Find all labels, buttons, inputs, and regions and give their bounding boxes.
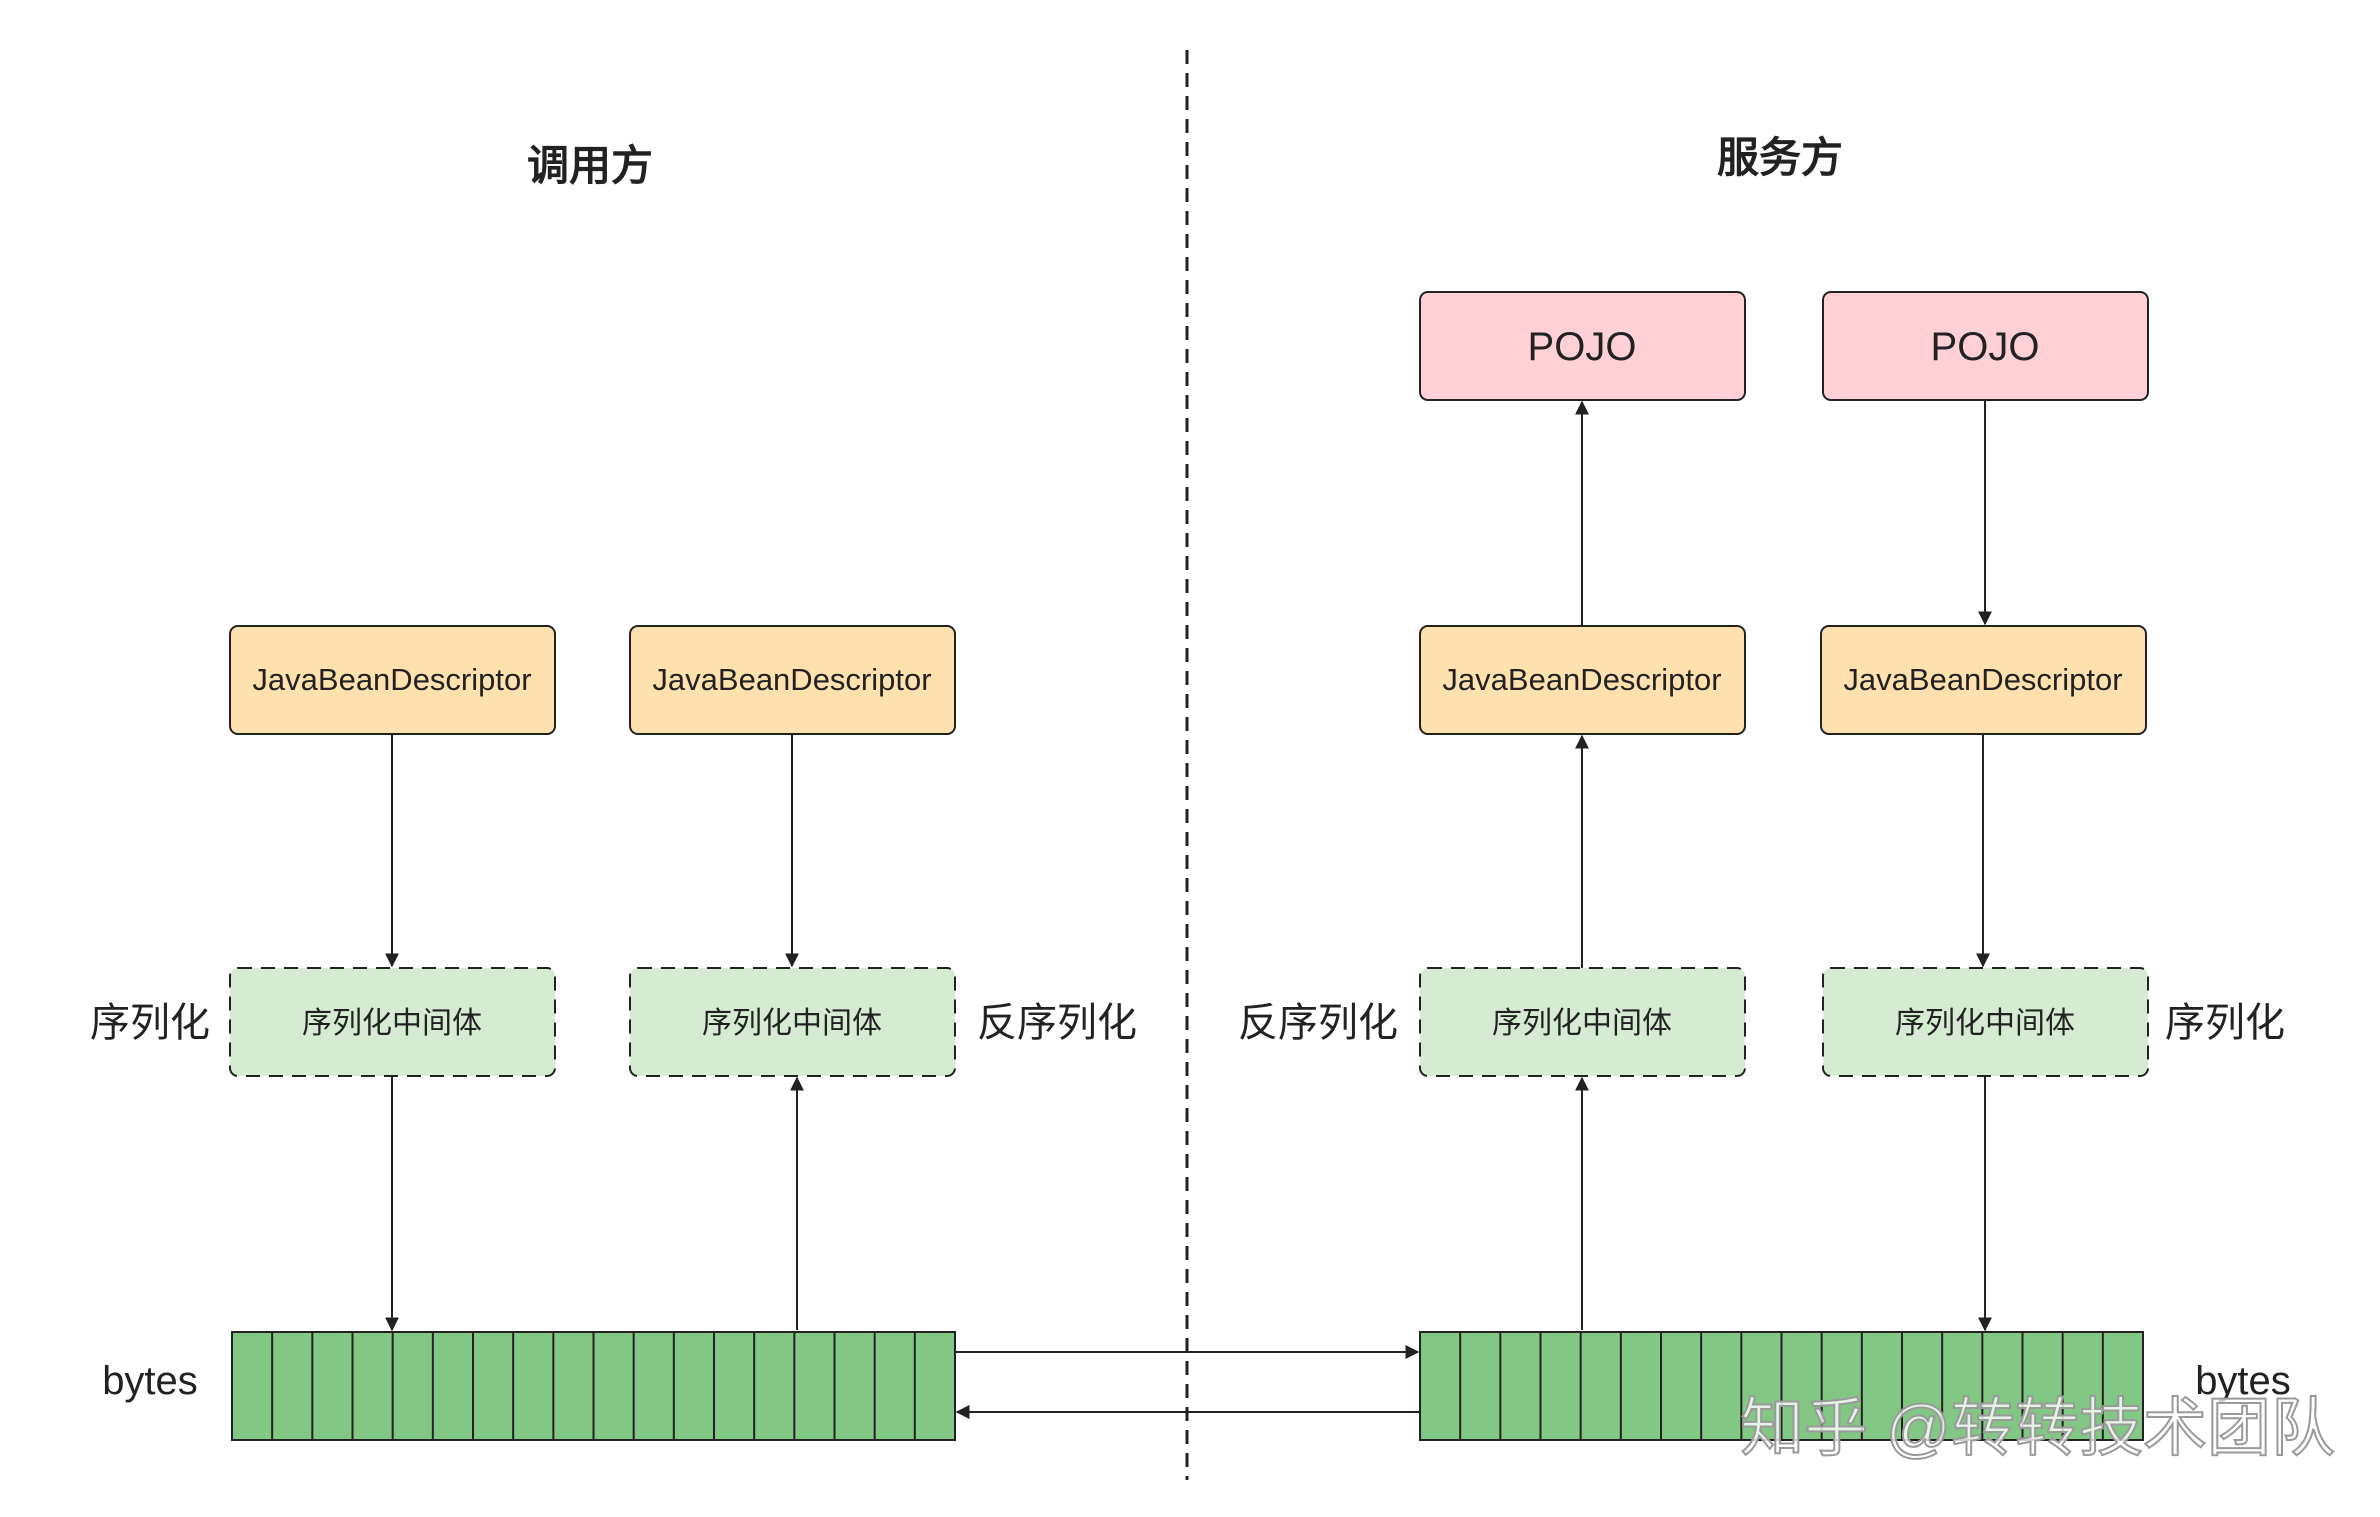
server-serialize-label: 序列化: [2165, 1001, 2285, 1045]
server-intermediate-left-text: 序列化中间体: [1492, 1007, 1672, 1040]
server-pojo-left-text: POJO: [1528, 325, 1637, 369]
server-title: 服务方: [1717, 134, 1843, 181]
caller-serialize-label: 序列化: [90, 1001, 210, 1045]
caller-deserialize-label: 反序列化: [977, 1001, 1137, 1045]
server-descriptor-right-text: JavaBeanDescriptor: [1843, 662, 2122, 697]
server-intermediate-right-text: 序列化中间体: [1895, 1007, 2075, 1040]
server-deserialize-label: 反序列化: [1238, 1001, 1398, 1045]
server-intermediate-left-box: [1419, 967, 1746, 1077]
watermark-text: 知乎 @转转技术团队: [1740, 1392, 2335, 1464]
caller-descriptor-left-text: JavaBeanDescriptor: [252, 662, 531, 697]
server-descriptor-left-text: JavaBeanDescriptor: [1442, 662, 1721, 697]
server-pojo-left-box: [1419, 291, 1746, 401]
server-bytes-label: bytes: [2195, 1359, 2291, 1403]
server-bytes-strip: [1419, 1331, 2144, 1441]
caller-bytes-label: bytes: [102, 1359, 198, 1403]
caller-descriptor-right-text: JavaBeanDescriptor: [652, 662, 931, 697]
caller-intermediate-right-text: 序列化中间体: [702, 1007, 882, 1040]
caller-title: 调用方: [527, 142, 653, 189]
caller-intermediate-right-box: [629, 967, 956, 1077]
server-pojo-right-text: POJO: [1931, 325, 2040, 369]
caller-intermediate-left-text: 序列化中间体: [302, 1007, 482, 1040]
caller-bytes-strip: [231, 1331, 956, 1441]
